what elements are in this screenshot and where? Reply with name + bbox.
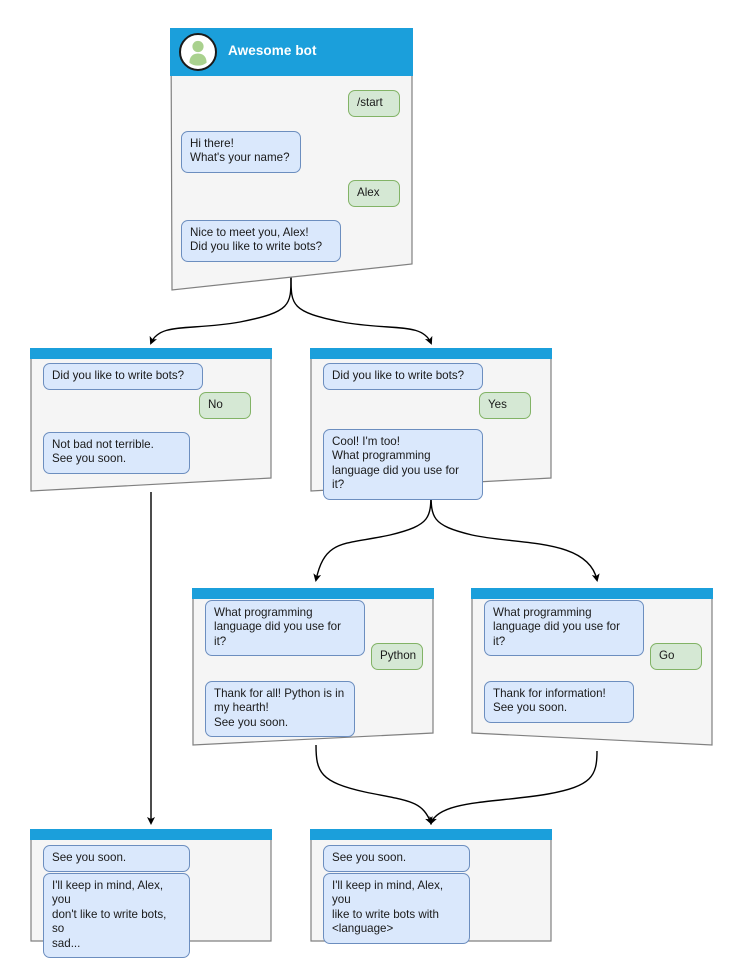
message-bubble-bot: Did you like to write bots? bbox=[43, 363, 203, 391]
message-bubble-user: Alex bbox=[348, 180, 400, 208]
message-bubble-user: Go bbox=[650, 643, 702, 671]
root-card-header: Awesome bot bbox=[170, 28, 413, 76]
message-bubble-user: Python bbox=[371, 643, 423, 671]
connector-yes-to-go bbox=[430, 488, 600, 582]
message-bubble-bot: Nice to meet you, Alex! Did you like to … bbox=[181, 220, 341, 262]
message-bubble-bot: Thank for information! See you soon. bbox=[484, 681, 634, 723]
message-bubble-bot: What programming language did you use fo… bbox=[484, 600, 644, 657]
message-bubble-bot: Hi there! What's your name? bbox=[181, 131, 301, 173]
message-bubble-bot: See you soon. bbox=[323, 845, 470, 873]
message-bubble-bot: What programming language did you use fo… bbox=[205, 600, 365, 657]
end-happy-card[interactable]: See you soon. I'll keep in mind, Alex, y… bbox=[310, 829, 552, 944]
root-card-title: Awesome bot bbox=[228, 43, 317, 58]
end-sad-card[interactable]: See you soon. I'll keep in mind, Alex, y… bbox=[30, 829, 272, 959]
message-bubble-user: /start bbox=[348, 90, 400, 118]
message-bubble-bot: Did you like to write bots? bbox=[323, 363, 483, 391]
root-chat-card[interactable]: Awesome bot /start Hi there! What's your… bbox=[170, 28, 413, 292]
message-bubble-user: Yes bbox=[479, 392, 531, 420]
card-header-bar bbox=[310, 829, 552, 840]
message-bubble-bot: Cool! I'm too! What programming language… bbox=[323, 429, 483, 500]
no-branch-card[interactable]: Did you like to write bots? No Not bad n… bbox=[30, 348, 272, 493]
connector-go-to-end-happy bbox=[429, 750, 598, 825]
message-bubble-bot: Not bad not terrible. See you soon. bbox=[43, 432, 190, 474]
connector-python-to-end-happy bbox=[315, 744, 433, 825]
card-header-bar bbox=[471, 588, 713, 599]
python-branch-card[interactable]: What programming language did you use fo… bbox=[192, 588, 434, 748]
connector-yes-to-python bbox=[313, 488, 432, 582]
card-header-bar bbox=[30, 829, 272, 840]
go-branch-card[interactable]: What programming language did you use fo… bbox=[471, 588, 713, 748]
yes-branch-card[interactable]: Did you like to write bots? Yes Cool! I'… bbox=[310, 348, 552, 500]
card-header-bar bbox=[30, 348, 272, 359]
card-header-bar bbox=[310, 348, 552, 359]
message-bubble-user: No bbox=[199, 392, 251, 420]
message-bubble-bot: See you soon. bbox=[43, 845, 190, 873]
person-avatar-icon bbox=[179, 33, 217, 71]
message-bubble-bot: I'll keep in mind, Alex, you like to wri… bbox=[323, 873, 470, 944]
message-bubble-bot: I'll keep in mind, Alex, you don't like … bbox=[43, 873, 190, 959]
message-bubble-bot: Thank for all! Python is in my hearth! S… bbox=[205, 681, 355, 738]
card-header-bar bbox=[192, 588, 434, 599]
